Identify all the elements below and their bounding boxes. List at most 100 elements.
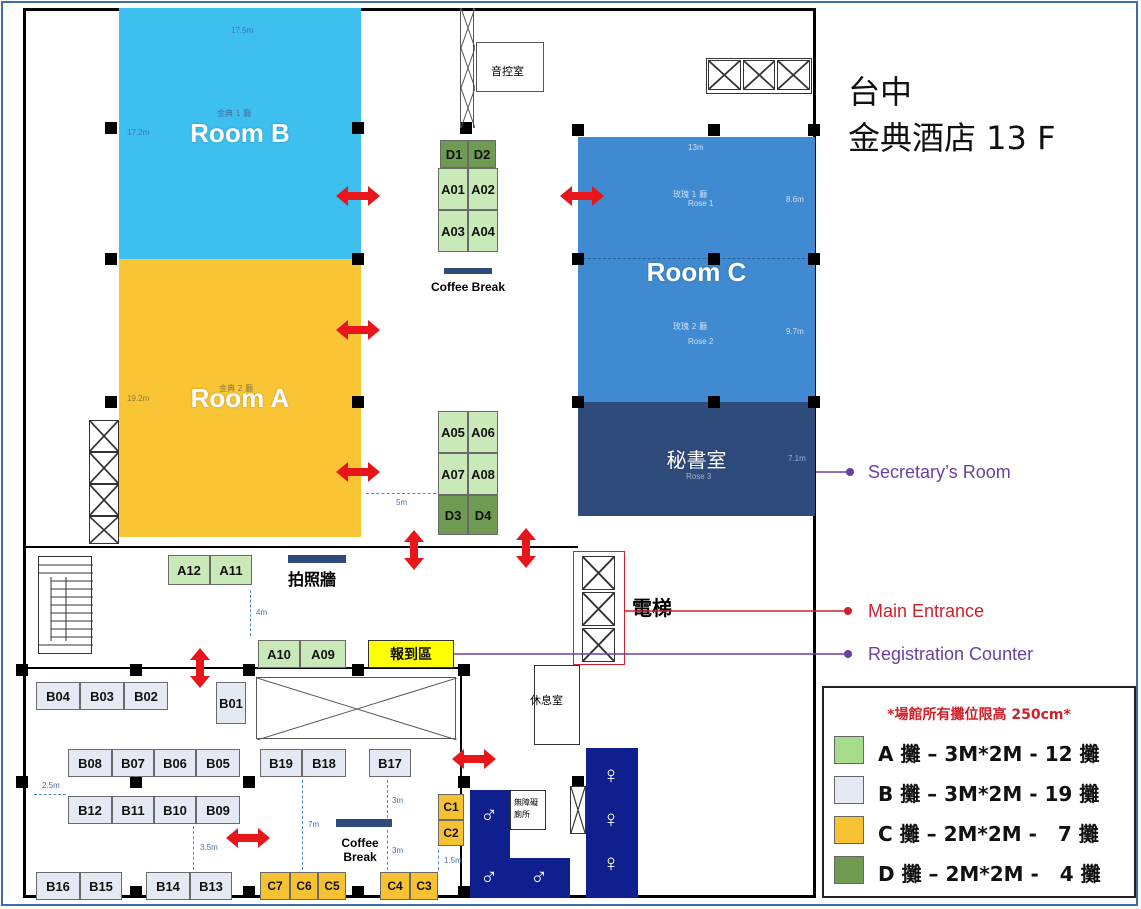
booth-B19[interactable]: B19 (260, 749, 302, 777)
legend-swatch-a (834, 736, 864, 764)
dim-3m-b: 3m (392, 846, 404, 855)
pillar (130, 886, 142, 898)
booth-B08[interactable]: B08 (68, 749, 112, 777)
room-b-height: 17.2m (127, 128, 150, 137)
dim-2.5m: 2.5m (42, 781, 60, 790)
room-b-width: 17.5m (231, 26, 254, 35)
room-a-height: 19.2m (127, 394, 150, 403)
pillar (352, 122, 364, 134)
door-arrow-icon (226, 828, 270, 848)
booth-B07[interactable]: B07 (112, 749, 154, 777)
door-arrow-icon (336, 462, 380, 482)
dim-line-7m (302, 780, 303, 870)
booth-C3[interactable]: C3 (410, 872, 438, 900)
legend-swatch-c (834, 816, 864, 844)
booth-C7[interactable]: C7 (260, 872, 290, 900)
elevator-car (582, 628, 615, 662)
booth-D3[interactable]: D3 (438, 495, 468, 535)
booth-D4[interactable]: D4 (468, 495, 498, 535)
booth-A12[interactable]: A12 (168, 555, 210, 585)
room-a: 19.2m 金典 2 廳 Room A (119, 259, 361, 537)
restroom-bottom: ♂ ♂ (470, 858, 570, 898)
room-c-sub2: 玫瑰 2 廳 (673, 322, 708, 331)
corridor-wall-top (23, 546, 578, 548)
booth-B03[interactable]: B03 (80, 682, 124, 710)
door-arrow-icon (336, 320, 380, 340)
booth-C5[interactable]: C5 (318, 872, 346, 900)
booth-A01[interactable]: A01 (438, 168, 468, 210)
pillar (458, 664, 470, 676)
pillar (708, 253, 720, 265)
booth-B01[interactable]: B01 (216, 682, 246, 724)
room-a-sub: 金典 2 廳 (219, 384, 254, 393)
room-c-sub1-en: Rose 1 (688, 199, 714, 208)
accessible-toilet: 無障礙廁所 (510, 790, 546, 830)
vent-box (708, 60, 741, 90)
booth-B15[interactable]: B15 (80, 872, 122, 900)
booth-A05[interactable]: A05 (438, 411, 468, 453)
mens-restroom: ♂ (470, 790, 510, 858)
pillar (708, 124, 720, 136)
booth-A11[interactable]: A11 (210, 555, 252, 585)
room-b: 17.5m 17.2m 金典 1 廳 Room B (119, 8, 361, 259)
pillar (808, 124, 820, 136)
legend-note: *場館所有攤位限高 250cm* (887, 707, 1071, 723)
door-arrow-icon (190, 648, 210, 688)
booth-A10[interactable]: A10 (258, 640, 300, 668)
staircase (38, 556, 93, 654)
secretary-room-label: 秘書室 (666, 448, 727, 472)
vent-box (777, 60, 811, 90)
booth-B12[interactable]: B12 (68, 796, 112, 824)
booth-A07[interactable]: A07 (438, 453, 468, 495)
booth-C1[interactable]: C1 (438, 794, 464, 820)
photo-wall-label: 拍照牆 (288, 570, 337, 589)
booth-B17[interactable]: B17 (369, 749, 411, 777)
booth-B16[interactable]: B16 (36, 872, 80, 900)
booth-B06[interactable]: B06 (154, 749, 196, 777)
pillar (243, 886, 255, 898)
legend-item-b: B 攤 – 3M*2M - 19 攤 (878, 782, 1100, 806)
booth-B05[interactable]: B05 (196, 749, 240, 777)
booth-C4[interactable]: C4 (380, 872, 410, 900)
booth-C6[interactable]: C6 (290, 872, 318, 900)
booth-A08[interactable]: A08 (468, 453, 498, 495)
pillar (16, 776, 28, 788)
booth-A04[interactable]: A04 (468, 210, 498, 252)
booth-B04[interactable]: B04 (36, 682, 80, 710)
booth-A06[interactable]: A06 (468, 411, 498, 453)
booth-B14[interactable]: B14 (146, 872, 190, 900)
pillar (572, 124, 584, 136)
pillar (352, 664, 364, 676)
pillar (105, 253, 117, 265)
secretary-room-height: 7.1m (788, 454, 806, 463)
pillar (572, 253, 584, 265)
booth-C2[interactable]: C2 (438, 820, 464, 846)
booth-B02[interactable]: B02 (124, 682, 168, 710)
booth-B13[interactable]: B13 (190, 872, 232, 900)
legend-swatch-b (834, 776, 864, 804)
woman-icon: ♀ (602, 806, 620, 833)
booth-A02[interactable]: A02 (468, 168, 498, 210)
pillar (572, 776, 584, 788)
booth-D2[interactable]: D2 (468, 140, 496, 168)
dim-1.5m: 1.5m (444, 856, 462, 865)
room-b-sub: 金典 1 廳 (217, 109, 252, 118)
booth-A03[interactable]: A03 (438, 210, 468, 252)
dim-3m-a: 3m (392, 796, 404, 805)
pillar (458, 776, 470, 788)
booth-B09[interactable]: B09 (196, 796, 240, 824)
legend-box: *場館所有攤位限高 250cm* A 攤 – 3M*2M - 12 攤 B 攤 … (822, 686, 1136, 898)
callout-secretary: Secretary’s Room (868, 462, 1011, 482)
booth-A09[interactable]: A09 (300, 640, 346, 668)
door-arrow-icon (336, 186, 380, 206)
pillar (808, 253, 820, 265)
booth-B18[interactable]: B18 (302, 749, 346, 777)
pillar (105, 396, 117, 408)
lounge: 休息室 (530, 665, 580, 745)
booth-D1[interactable]: D1 (440, 140, 468, 168)
booth-B11[interactable]: B11 (112, 796, 154, 824)
pillar (458, 886, 470, 898)
pillar (352, 396, 364, 408)
registration-counter[interactable]: 報到區 (368, 640, 454, 668)
booth-B10[interactable]: B10 (154, 796, 196, 824)
